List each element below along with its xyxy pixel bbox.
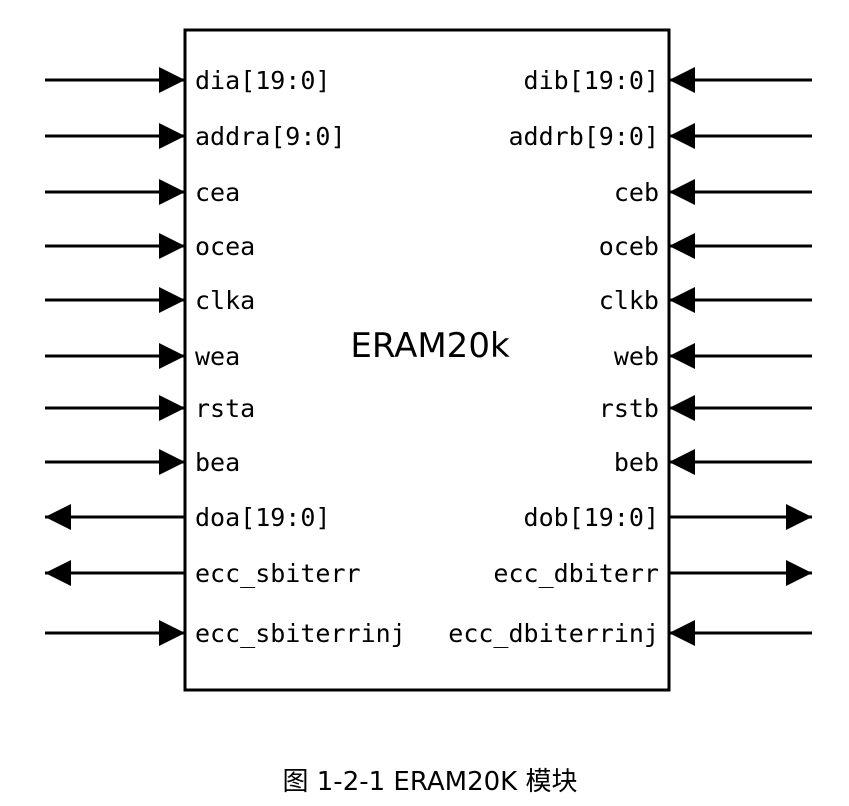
port-label-dib-19-0: dib[19:0] <box>524 66 659 95</box>
port-label-ceb: ceb <box>614 178 659 207</box>
port-label-beb: beb <box>614 448 659 477</box>
arrowhead-out-ecc-dbiterr <box>786 560 812 586</box>
port-label-dia-19-0: dia[19:0] <box>195 66 330 95</box>
port-ocea: ocea <box>45 232 255 261</box>
arrowhead-in-rstb <box>669 395 695 421</box>
port-wea: wea <box>45 342 240 371</box>
arrowhead-in-cea <box>159 179 185 205</box>
port-beb: beb <box>614 448 812 477</box>
arrowhead-out-doa-19-0 <box>45 504 71 530</box>
arrowhead-in-ecc-sbiterrinj <box>159 620 185 646</box>
port-rsta: rsta <box>45 394 255 423</box>
port-label-ecc-sbiterrinj: ecc_sbiterrinj <box>195 619 406 648</box>
port-ecc-dbiterr: ecc_dbiterr <box>493 559 812 588</box>
port-ecc-sbiterr: ecc_sbiterr <box>45 559 361 588</box>
port-ecc-dbiterrinj: ecc_dbiterrinj <box>448 619 812 648</box>
arrowhead-in-web <box>669 343 695 369</box>
arrowhead-in-ocea <box>159 233 185 259</box>
left-port-group: dia[19:0] addra[9:0] cea ocea clka wea rsta bea… <box>45 66 406 648</box>
port-dob-19-0: dob[19:0] <box>524 503 812 532</box>
port-rstb: rstb <box>599 394 812 423</box>
port-label-rsta: rsta <box>195 394 255 423</box>
port-dib-19-0: dib[19:0] <box>524 66 812 95</box>
port-ceb: ceb <box>614 178 812 207</box>
port-clkb: clkb <box>599 286 812 315</box>
port-label-oceb: oceb <box>599 232 659 261</box>
port-label-ocea: ocea <box>195 232 255 261</box>
arrowhead-in-addrb-9-0 <box>669 123 695 149</box>
arrowhead-in-addra-9-0 <box>159 123 185 149</box>
port-doa-19-0: doa[19:0] <box>45 503 330 532</box>
port-clka: clka <box>45 286 255 315</box>
right-port-group: dib[19:0] addrb[9:0] ceb oceb clkb web rstb beb… <box>448 66 812 648</box>
port-label-addra-9-0: addra[9:0] <box>195 122 346 151</box>
port-label-doa-19-0: doa[19:0] <box>195 503 330 532</box>
port-web: web <box>614 342 812 371</box>
arrowhead-in-rsta <box>159 395 185 421</box>
port-label-ecc-dbiterrinj: ecc_dbiterrinj <box>448 619 659 648</box>
eram-block-box <box>183 28 671 692</box>
arrowhead-out-ecc-sbiterr <box>45 560 71 586</box>
arrowhead-in-bea <box>159 449 185 475</box>
arrowhead-in-clkb <box>669 287 695 313</box>
port-label-clka: clka <box>195 286 255 315</box>
port-bea: bea <box>45 448 240 477</box>
figure-caption: 图 1-2-1 ERAM20K 模块 <box>283 767 578 797</box>
block-title: ERAM20k <box>350 326 510 366</box>
port-dia-19-0: dia[19:0] <box>45 66 330 95</box>
port-label-ecc-sbiterr: ecc_sbiterr <box>195 559 361 588</box>
arrowhead-in-beb <box>669 449 695 475</box>
arrowhead-in-clka <box>159 287 185 313</box>
port-addra-9-0: addra[9:0] <box>45 122 346 151</box>
port-label-ecc-dbiterr: ecc_dbiterr <box>493 559 659 588</box>
arrowhead-in-dib-19-0 <box>669 67 695 93</box>
arrowhead-in-dia-19-0 <box>159 67 185 93</box>
port-ecc-sbiterrinj: ecc_sbiterrinj <box>45 619 406 648</box>
arrowhead-in-ceb <box>669 179 695 205</box>
port-label-addrb-9-0: addrb[9:0] <box>508 122 659 151</box>
port-addrb-9-0: addrb[9:0] <box>508 122 812 151</box>
arrowhead-in-wea <box>159 343 185 369</box>
arrowhead-in-ecc-dbiterrinj <box>669 620 695 646</box>
port-label-bea: bea <box>195 448 240 477</box>
port-label-wea: wea <box>195 342 240 371</box>
port-cea: cea <box>45 178 240 207</box>
port-oceb: oceb <box>599 232 812 261</box>
port-label-clkb: clkb <box>599 286 659 315</box>
arrowhead-in-oceb <box>669 233 695 259</box>
port-label-dob-19-0: dob[19:0] <box>524 503 659 532</box>
port-label-web: web <box>614 342 659 371</box>
port-label-cea: cea <box>195 178 240 207</box>
arrowhead-out-dob-19-0 <box>786 504 812 530</box>
port-label-rstb: rstb <box>599 394 659 423</box>
